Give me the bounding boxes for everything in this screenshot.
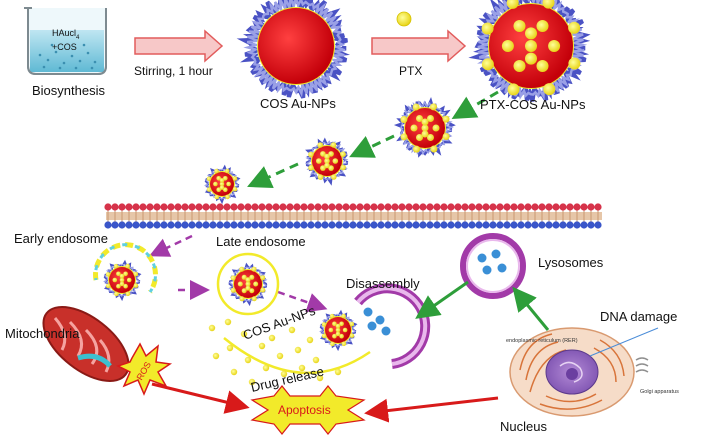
lysosome-arrows bbox=[415, 280, 550, 331]
nucleus-label: Nucleus bbox=[500, 419, 547, 434]
apoptosis-label: Apoptosis bbox=[278, 403, 331, 417]
ptx-cos-au-np-approach-1 bbox=[393, 97, 456, 158]
biosynthesis-label: Biosynthesis bbox=[32, 83, 105, 98]
mitochondria-icon bbox=[42, 306, 130, 382]
beaker-icon bbox=[24, 7, 107, 75]
late-endosome bbox=[216, 252, 280, 316]
late-endosome-label: Late endosome bbox=[216, 234, 306, 249]
lysosomes-label: Lysosomes bbox=[538, 255, 604, 270]
nucleus-cell-icon bbox=[509, 327, 659, 417]
ptx-cos-au-np-approach-2 bbox=[304, 137, 349, 186]
mitochondria-label: Mitochondria bbox=[5, 326, 80, 341]
ptx-cos-au-nps-label: PTX-COS Au-NPs bbox=[480, 97, 586, 112]
cell-membrane bbox=[104, 203, 602, 229]
golgi-label: Golgi apparatus bbox=[640, 389, 679, 395]
cos-au-nps-label: COS Au-NPs bbox=[260, 96, 336, 111]
er-label: endoplasmic reticulum (RER) bbox=[506, 338, 578, 344]
ptx-label: PTX bbox=[399, 64, 422, 78]
ptx-molecule-icon bbox=[396, 11, 412, 27]
stirring-label: Stirring, 1 hour bbox=[134, 64, 213, 78]
ptx-cos-au-np-approach-3 bbox=[204, 164, 241, 205]
endosome-late-particle bbox=[228, 262, 268, 307]
ros-burst-icon bbox=[116, 342, 173, 396]
beaker-label-haucl4: HAucl4 bbox=[52, 28, 80, 41]
disassembly-particle bbox=[319, 309, 358, 352]
cos-au-np-large bbox=[236, 0, 351, 99]
ptx-cos-au-np-large bbox=[468, 0, 591, 102]
cos-au-nps-release-label: COS Au-NPs bbox=[241, 303, 318, 343]
ptx-arrow bbox=[371, 29, 467, 63]
drug-release-arc bbox=[223, 337, 371, 375]
apoptosis-star-icon bbox=[250, 385, 366, 435]
drug-release-label: Drug release bbox=[249, 364, 325, 395]
endosome-arrows bbox=[148, 234, 328, 313]
early-endosome-label: Early endosome bbox=[14, 231, 108, 246]
lysosome bbox=[460, 233, 526, 299]
apoptosis-arrows bbox=[151, 382, 499, 423]
disassembly-label: Disassembly bbox=[346, 276, 420, 291]
beaker-label-cos: +COS bbox=[52, 42, 77, 52]
endosome-early-particle bbox=[103, 259, 142, 302]
uptake-arrows bbox=[247, 90, 499, 189]
stirring-arrow bbox=[134, 29, 224, 63]
released-ptx-dots bbox=[208, 318, 342, 386]
dna-damage-label: DNA damage bbox=[600, 309, 677, 324]
early-endosome bbox=[93, 242, 159, 294]
